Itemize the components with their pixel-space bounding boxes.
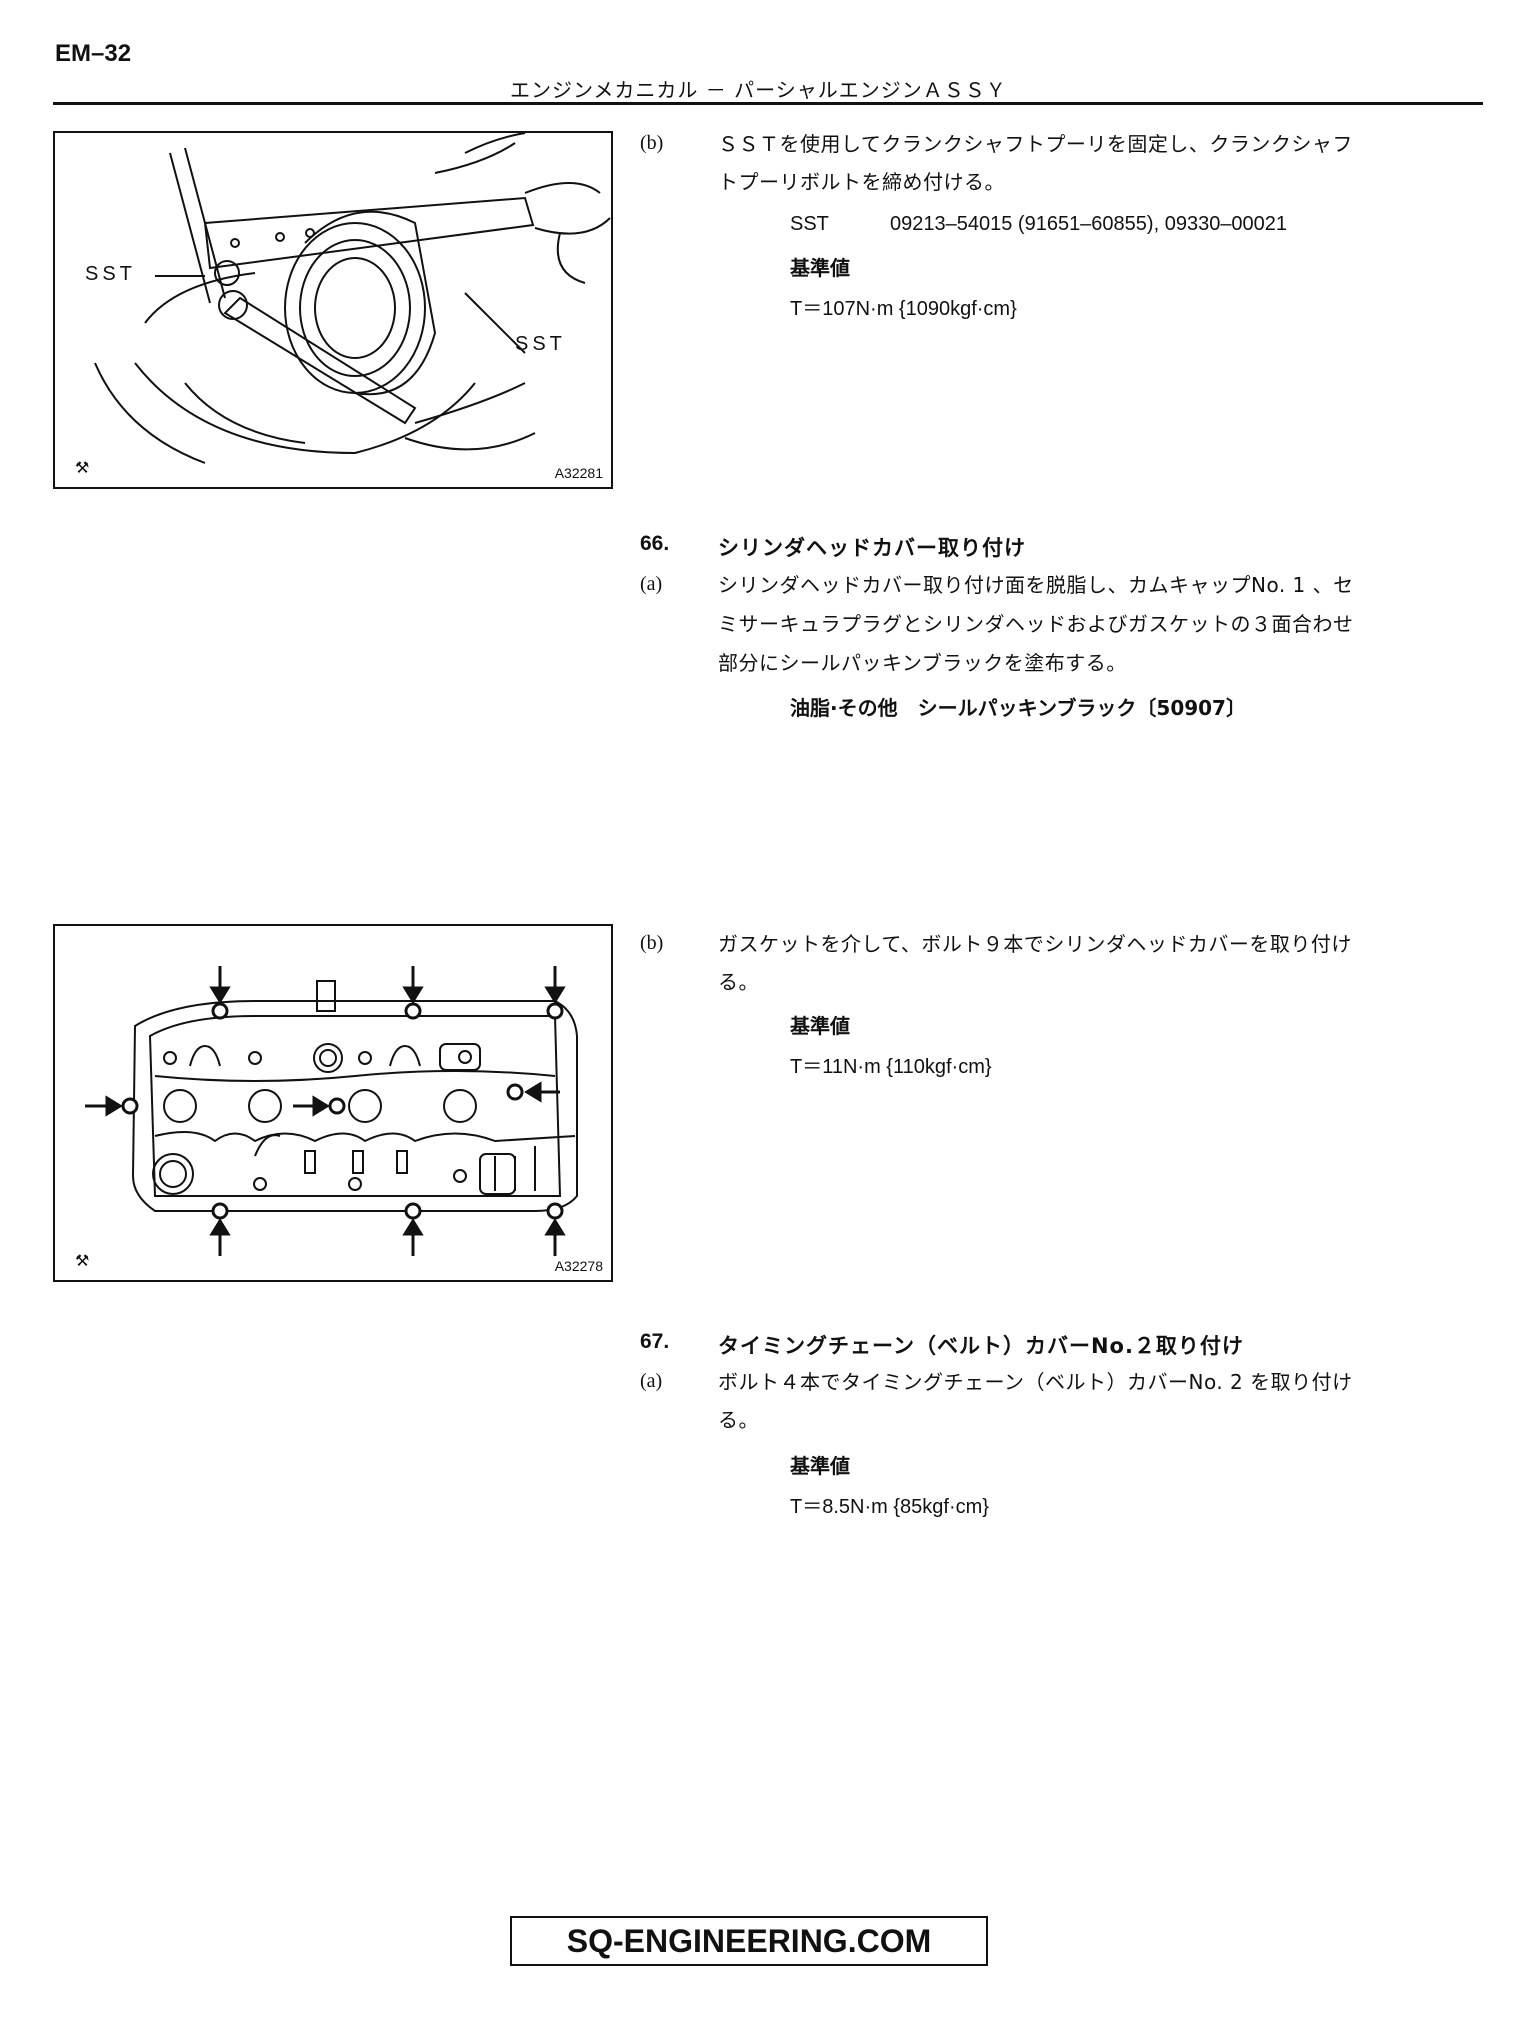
step-text-line: ＳＳＴを使用してクランクシャフトプーリを固定し、クランクシャフ <box>718 132 1353 156</box>
cylinder-head-cover-illustration <box>85 966 578 1256</box>
sst-part-numbers: 09213–54015 (91651–60855), 09330–00021 <box>890 213 1288 235</box>
step-text-line: ミサーキュラプラグとシリンダヘッドおよびガスケットの３面合わせ <box>718 612 1354 636</box>
figure-cylinder-head-cover: ⚒ A32278 <box>53 924 613 1282</box>
section-number: 67. <box>640 1330 670 1353</box>
step-mark: (b) <box>640 932 664 954</box>
watermark-box: SQ-ENGINEERING.COM <box>510 1916 988 1966</box>
crankshaft-pulley-illustration <box>94 133 611 464</box>
step-mark: (b) <box>640 132 664 154</box>
figure-id: A32278 <box>554 1258 603 1274</box>
torque-spec: T＝107N·m {1090kgf·cm} <box>790 298 1017 320</box>
step-text-line: る。 <box>718 970 759 994</box>
section-header-title: エンジンメカニカル － パーシャルエンジンＡＳＳＹ <box>510 78 1007 102</box>
section-title: シリンダヘッドカバー取り付け <box>718 536 1026 560</box>
step-mark: (a) <box>640 1370 663 1392</box>
material-spec: 油脂·その他 シールパッキンブラック〔50907〕 <box>790 696 1246 720</box>
spec-label: 基準値 <box>790 256 850 280</box>
wrench-icon: ⚒ <box>75 1251 90 1270</box>
sst-label: SST <box>790 213 829 235</box>
spec-label: 基準値 <box>790 1454 850 1478</box>
section-number: 66. <box>640 532 670 555</box>
spec-label: 基準値 <box>790 1014 850 1038</box>
figure-crankshaft-pulley: SST SST ⚒ A32281 <box>53 131 613 489</box>
watermark-text: SQ-ENGINEERING.COM <box>566 1922 932 1959</box>
step-text-line: る。 <box>718 1408 759 1432</box>
step-text-line: トプーリボルトを締め付ける。 <box>718 170 1005 194</box>
page-code: EM–32 <box>55 40 132 67</box>
header-divider <box>53 102 1483 105</box>
figure-id: A32281 <box>554 465 603 481</box>
torque-spec: T＝11N·m {110kgf·cm} <box>790 1056 992 1078</box>
step-text-line: シリンダヘッドカバー取り付け面を脱脂し、カムキャップNo. 1 、セ <box>718 573 1354 597</box>
step-text-line: ボルト４本でタイミングチェーン（ベルト）カバーNo. 2 を取り付け <box>718 1370 1353 1394</box>
sst-label-left: SST <box>85 263 136 285</box>
torque-spec: T＝8.5N·m {85kgf·cm} <box>790 1496 989 1518</box>
step-text-line: 部分にシールパッキンブラックを塗布する。 <box>718 651 1127 675</box>
step-text-line: ガスケットを介して、ボルト９本でシリンダヘッドカバーを取り付け <box>718 932 1352 956</box>
sst-label-right: SST <box>515 333 566 355</box>
section-title: タイミングチェーン（ベルト）カバーNo.２取り付け <box>718 1334 1244 1358</box>
wrench-icon: ⚒ <box>75 458 90 477</box>
bolt-markers <box>121 1002 564 1220</box>
step-mark: (a) <box>640 573 663 595</box>
